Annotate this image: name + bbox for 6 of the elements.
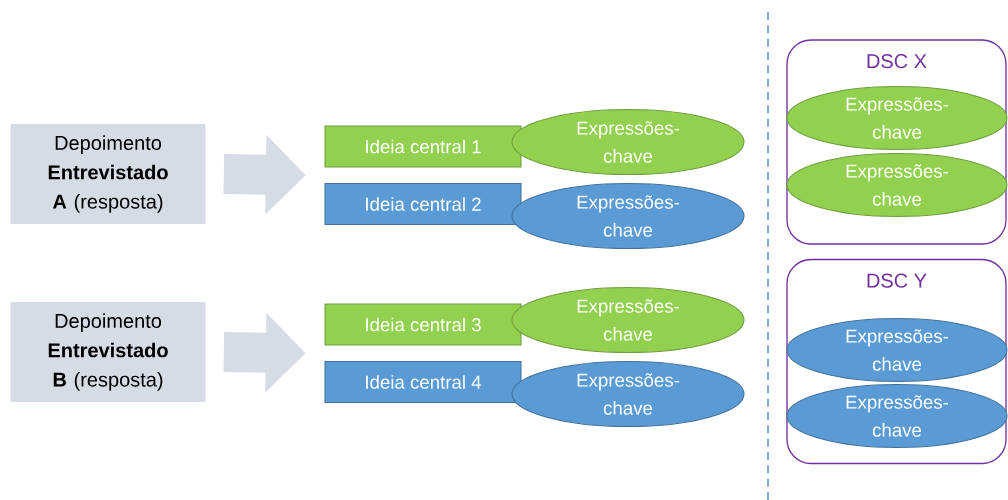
statement-box: Depoimento Entrevistado A (resposta) [10,124,206,224]
idea-box: Ideia central 3 [324,303,522,346]
statement-box: Depoimento Entrevistado B (resposta) [10,302,206,402]
idea-box: Ideia central 1 [324,125,522,168]
idea-box: Ideia central 4 [324,360,522,404]
idea-box: Ideia central 2 [324,182,522,226]
